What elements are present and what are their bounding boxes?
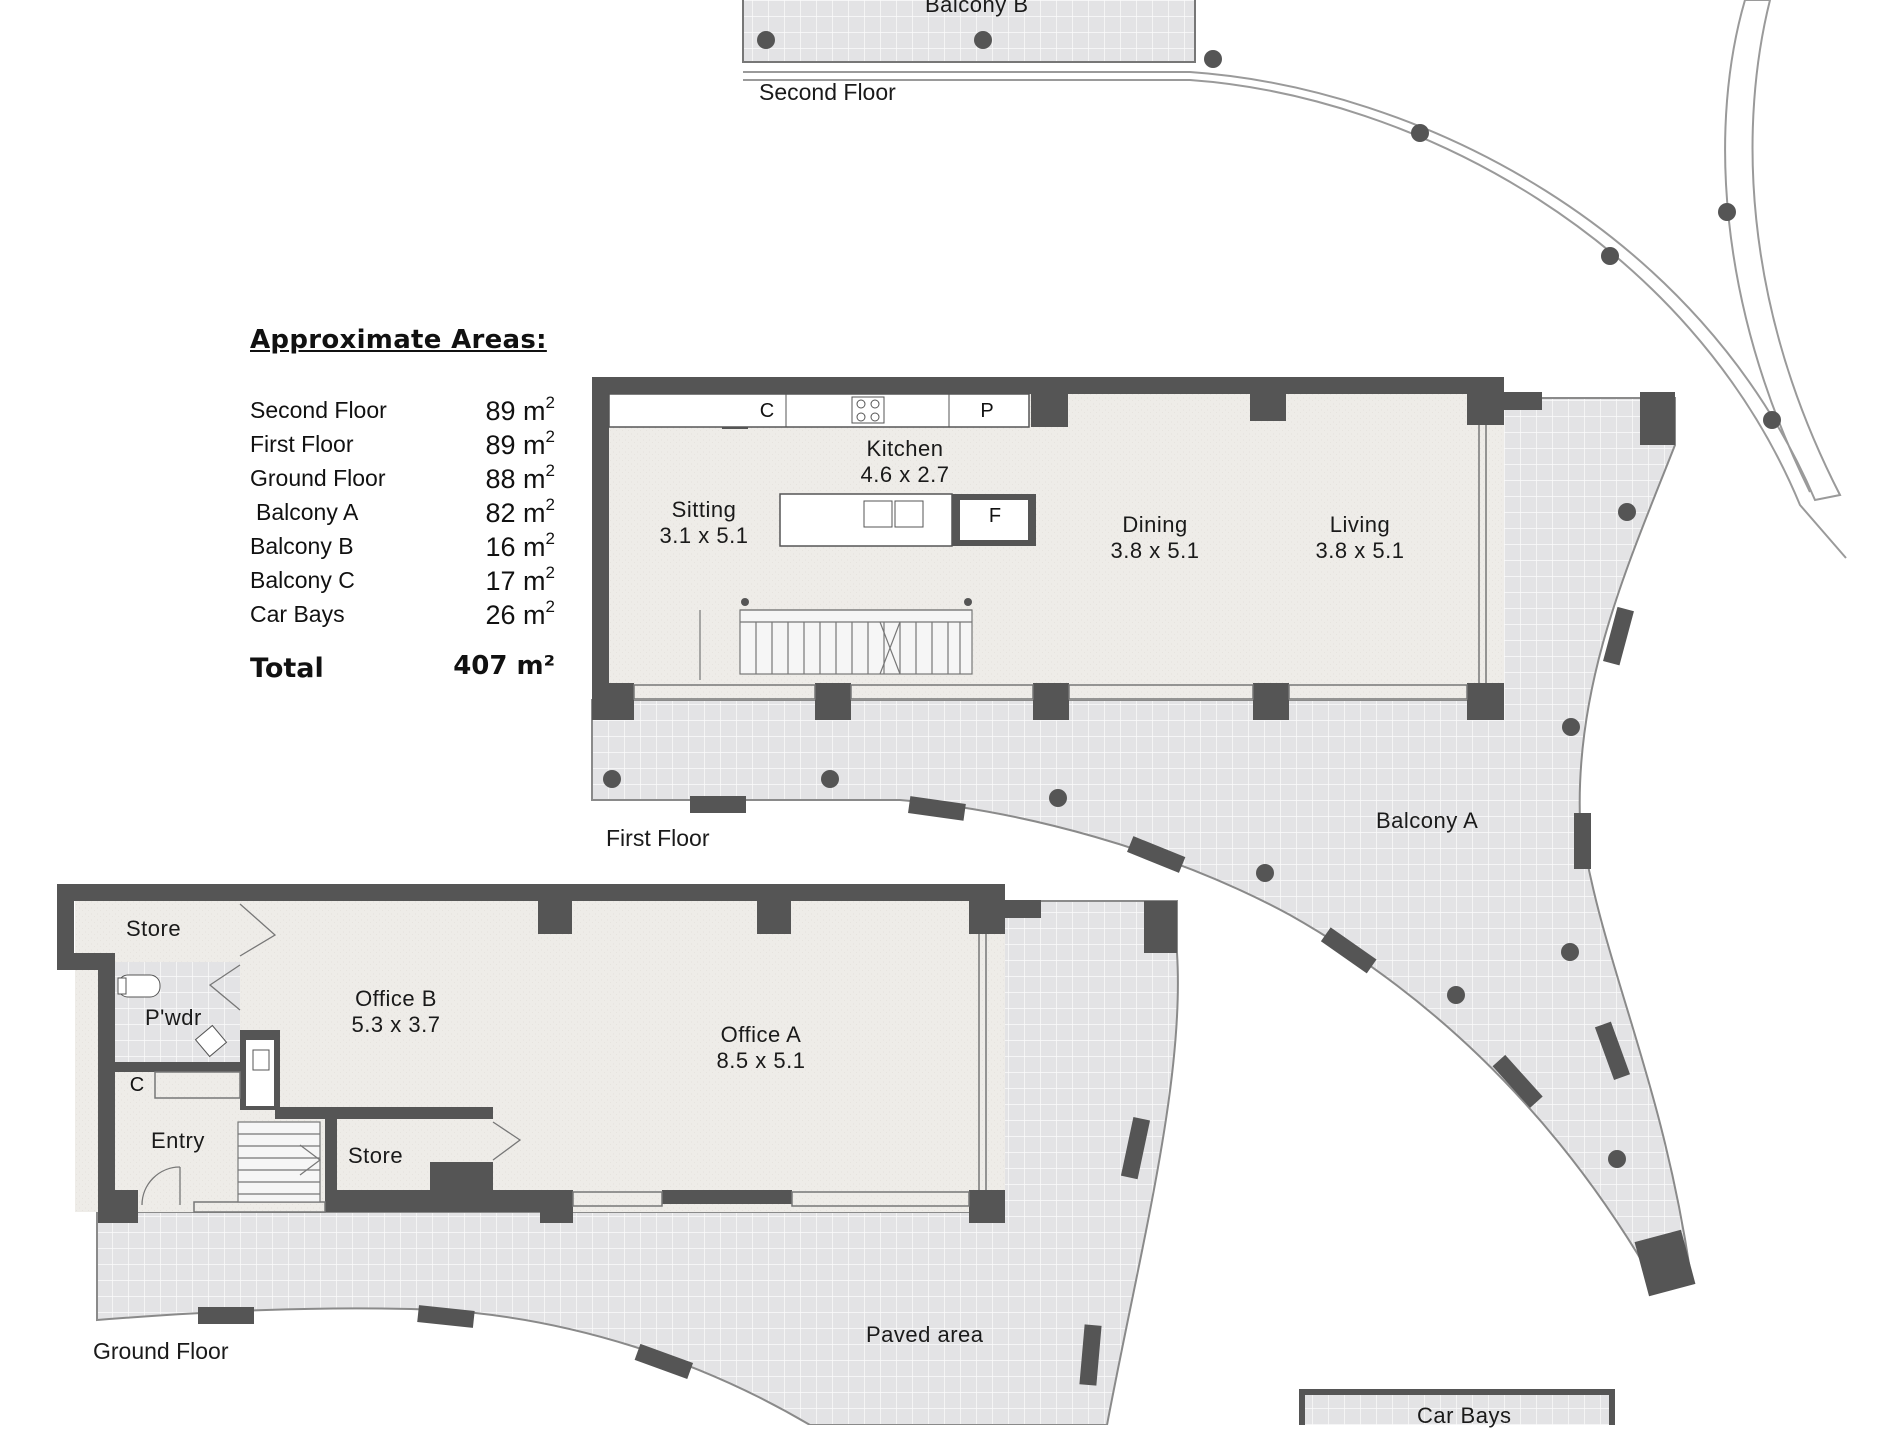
car-bays-plan — [1299, 1389, 1615, 1425]
area-name: Balcony C — [250, 567, 355, 593]
kitchen-back-bench — [608, 393, 1030, 428]
room-name: Office A — [720, 1022, 802, 1047]
area-row-second-floor: Second Floor 89 m2 — [250, 391, 570, 426]
area-unit-exponent: 2 — [545, 393, 555, 412]
area-unit-exponent: 2 — [545, 597, 555, 616]
paved-area-label: Paved area — [866, 1322, 984, 1347]
room-name: Sitting — [671, 497, 737, 522]
ground-floor-stair — [237, 1121, 321, 1203]
room-name: Office B — [355, 986, 437, 1011]
total-label: Total — [250, 653, 324, 684]
car-bays-label: Car Bays — [1417, 1403, 1512, 1428]
approximate-areas-table: Approximate Areas: Second Floor 89 m2 Fi… — [250, 325, 570, 685]
first-floor-label: First Floor — [606, 825, 710, 851]
room-name: Dining — [1122, 512, 1188, 537]
office-a-room: Office A 8.5 x 5.1 — [701, 1022, 821, 1074]
second-floor-columns — [757, 31, 1781, 429]
area-value: 26 m — [485, 600, 546, 630]
ground-floor-label: Ground Floor — [93, 1338, 229, 1364]
room-size: 3.1 x 5.1 — [659, 523, 749, 548]
area-row-balcony-a: Balcony A 82 m2 — [250, 493, 570, 528]
area-row-ground-floor: Ground Floor 88 m2 — [250, 459, 570, 494]
paved-area — [96, 900, 1179, 1425]
area-row-car-bays: Car Bays 26 m2 — [250, 595, 570, 630]
balcony-a-label: Balcony A — [1376, 808, 1479, 833]
area-name: Ground Floor — [250, 465, 386, 491]
store-top-label: Store — [126, 916, 182, 941]
room-name: Living — [1329, 512, 1391, 537]
area-unit-exponent: 2 — [545, 461, 555, 480]
cooktop — [851, 396, 885, 424]
entry-label: Entry — [151, 1128, 205, 1153]
kitchen-cupboard-label: C — [759, 400, 775, 422]
sitting-room: Sitting 3.1 x 5.1 — [644, 497, 764, 549]
kitchen-room: Kitchen 4.6 x 2.7 — [845, 436, 965, 488]
room-size: 5.3 x 3.7 — [351, 1012, 441, 1037]
area-name: Car Bays — [250, 601, 345, 627]
second-floor-label: Second Floor — [759, 79, 896, 105]
ground-floor-plan — [57, 884, 1179, 1425]
area-value: 82 m — [485, 498, 546, 528]
balcony-a-posts — [690, 606, 1696, 1297]
area-value: 17 m — [485, 566, 546, 596]
balcony-a-columns — [603, 503, 1636, 1168]
first-floor-stair — [699, 609, 973, 680]
office-b-room: Office B 5.3 x 3.7 — [336, 986, 456, 1038]
entry-cupboard-label: C — [129, 1074, 145, 1096]
area-unit-exponent: 2 — [545, 495, 555, 514]
area-name: First Floor — [250, 431, 354, 457]
area-unit-exponent: 2 — [545, 563, 555, 582]
first-floor-plan — [591, 377, 1696, 1297]
second-floor-curved-balustrade — [743, 0, 1842, 502]
area-name: Second Floor — [250, 397, 387, 423]
pantry-label: P — [980, 400, 994, 422]
fridge-label: F — [988, 505, 1002, 527]
area-row-balcony-b: Balcony B 16 m2 — [250, 527, 570, 562]
area-row-first-floor: First Floor 89 m2 — [250, 425, 570, 460]
dining-room: Dining 3.8 x 5.1 — [1095, 512, 1215, 564]
area-value: 88 m — [485, 464, 546, 494]
area-total-row: Total 407 m² — [250, 645, 570, 685]
balcony-b-label: Balcony B — [925, 0, 1029, 17]
room-size: 3.8 x 5.1 — [1315, 538, 1405, 563]
area-value: 16 m — [485, 532, 546, 562]
area-value: 89 m — [485, 396, 546, 426]
area-row-balcony-c: Balcony C 17 m2 — [250, 561, 570, 596]
second-floor-plan — [742, 0, 1847, 559]
area-unit-exponent: 2 — [545, 427, 555, 446]
living-room: Living 3.8 x 5.1 — [1300, 512, 1420, 564]
area-name: Balcony B — [250, 533, 354, 559]
balcony-b-area — [743, 0, 1195, 62]
area-value: 89 m — [485, 430, 546, 460]
total-value: 407 m² — [453, 651, 555, 681]
room-name: Kitchen — [866, 436, 944, 461]
paved-area-posts — [198, 1116, 1151, 1386]
room-size: 3.8 x 5.1 — [1110, 538, 1200, 563]
area-name: Balcony A — [256, 499, 359, 525]
room-size: 4.6 x 2.7 — [860, 462, 950, 487]
area-unit-exponent: 2 — [545, 529, 555, 548]
first-floor-walls — [592, 377, 1675, 720]
room-size: 8.5 x 5.1 — [716, 1048, 806, 1073]
powder-room-label: P'wdr — [145, 1005, 202, 1030]
store-bottom-label: Store — [348, 1143, 404, 1168]
areas-title: Approximate Areas: — [250, 325, 547, 355]
